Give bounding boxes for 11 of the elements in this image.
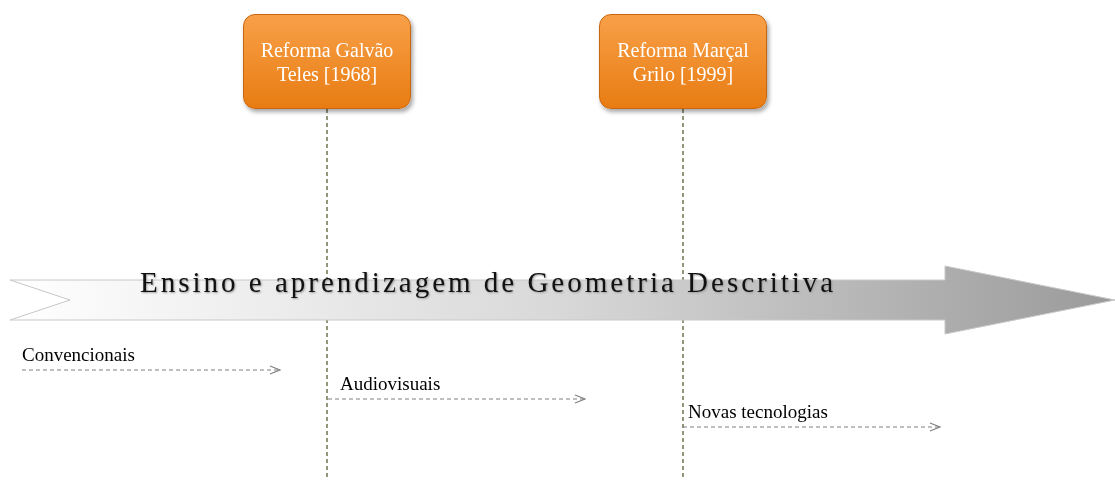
reform-box: Reforma Marçal Grilo [1999] (599, 14, 767, 109)
marker-line (326, 108, 328, 479)
period-arrow (327, 394, 586, 404)
period-label: Novas tecnologias (688, 401, 828, 427)
period-label: Audiovisuais (340, 373, 441, 399)
period-arrow (21, 365, 281, 375)
marker-line (682, 108, 684, 479)
timeline-title: Ensino e aprendizagem de Geometria Descritiva (140, 266, 837, 299)
period-arrow (682, 422, 941, 432)
reform-box: Reforma Galvão Teles [1968] (243, 14, 411, 109)
period-label: Convencionais (22, 344, 135, 370)
